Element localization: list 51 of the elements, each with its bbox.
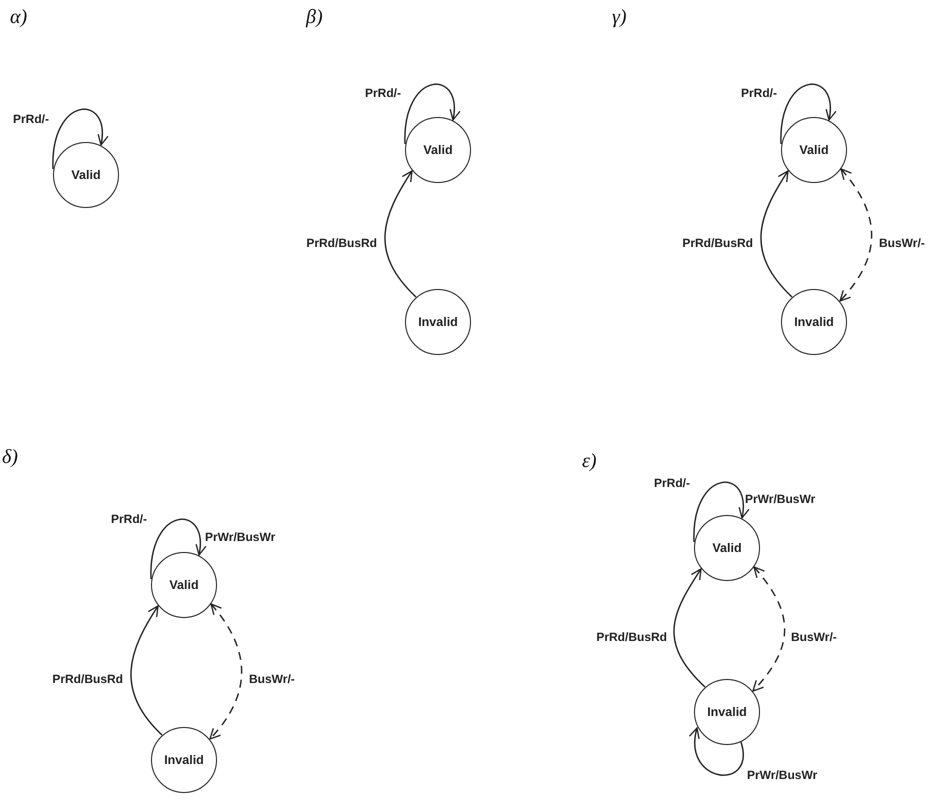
edge-label: PrRd/-: [12, 112, 50, 126]
state-name: Invalid: [418, 315, 458, 329]
state-name: Valid: [423, 143, 453, 157]
edge-label: PrRd/BusRd: [51, 672, 124, 686]
transition-arrow: [839, 168, 872, 302]
state-circle: [151, 552, 217, 618]
state-name: Invalid: [164, 753, 204, 767]
transition-arrow: [673, 568, 706, 688]
transition-arrow: [760, 170, 792, 298]
panel-label: ε): [582, 450, 597, 473]
state-name: Valid: [799, 143, 829, 157]
transition-arrow: [752, 566, 786, 692]
state-circle: [53, 142, 119, 208]
edge-label: PrRd/-: [110, 512, 148, 526]
edge-label: PrRd/-: [364, 86, 402, 100]
panel-label: γ): [612, 6, 627, 29]
edge-label: PrWr/BusWr: [746, 768, 818, 782]
state-name: Valid: [712, 541, 742, 555]
self-loop-arrow: [693, 482, 749, 542]
self-loop-arrow: [52, 108, 108, 170]
transition-label: PrWr/BusWr: [744, 492, 816, 506]
state-circle: [405, 289, 471, 355]
edge-label: PrRd/-: [653, 476, 691, 490]
state-circle: [781, 117, 847, 183]
self-loop-arrow: [404, 84, 460, 144]
transition-arrow: [384, 170, 416, 298]
edge-label: BusWr/-: [878, 236, 926, 250]
edge-label: BusWr/-: [790, 630, 838, 644]
edge-label: PrRd/BusRd: [595, 630, 668, 644]
edge-label: BusWr/-: [248, 672, 296, 686]
state-circle: [405, 117, 471, 183]
edge-label: PrRd/BusRd: [305, 236, 378, 250]
panel-label: β): [306, 6, 323, 29]
self-loop-arrow: [780, 84, 836, 144]
state-circle: [694, 679, 760, 745]
state-circle: [694, 515, 760, 581]
edge-label: PrRd/BusRd: [681, 236, 754, 250]
state-name: Valid: [169, 578, 199, 592]
state-circle: [151, 727, 217, 793]
state-circle: [781, 289, 847, 355]
state-name: Valid: [71, 168, 101, 182]
transition-arrow: [209, 603, 242, 740]
self-loop-arrow: [150, 518, 206, 580]
panel-label: δ): [2, 446, 18, 469]
transition-label: PrWr/BusWr: [204, 530, 276, 544]
state-name: Invalid: [707, 705, 747, 719]
self-loop-arrow: [690, 727, 744, 776]
state-name: Invalid: [794, 315, 834, 329]
panel-label: α): [10, 6, 28, 29]
edge-label: PrRd/-: [740, 86, 778, 100]
transition-arrow: [130, 605, 162, 736]
